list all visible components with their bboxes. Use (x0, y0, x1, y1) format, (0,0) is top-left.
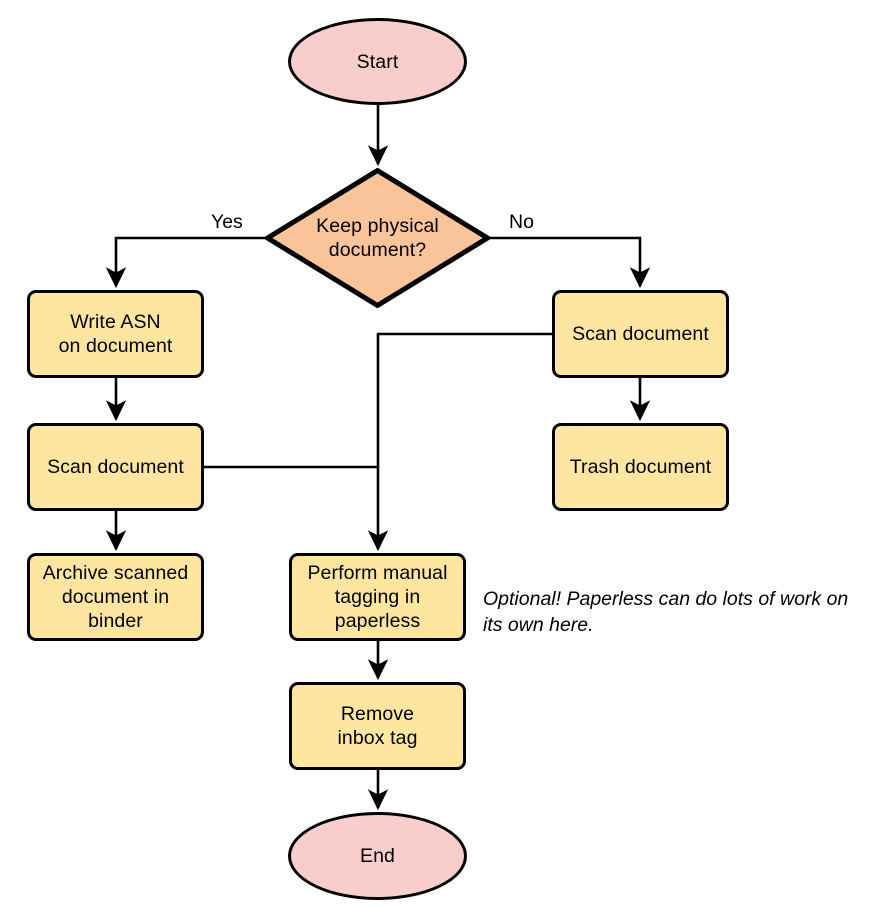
node-remove-inbox-label: Remove inbox tag (337, 702, 417, 750)
node-tagging-label: Perform manual tagging in paperless (307, 561, 447, 633)
node-start[interactable]: Start (288, 18, 467, 105)
node-scan-document-left-label: Scan document (47, 456, 184, 478)
archive-label-line-3: binder (88, 610, 143, 632)
node-write-asn-label: Write ASN on document (59, 310, 173, 358)
tagging-label-line-2: tagging in (334, 586, 421, 608)
node-keep-physical-document-decision[interactable]: Keep physical document? (265, 168, 490, 308)
node-start-label: Start (356, 50, 399, 73)
optional-note-line-1: Optional! Paperless can do lots of work … (483, 588, 849, 610)
node-end-label: End (360, 845, 395, 867)
decision-label-line-2: document? (328, 239, 427, 261)
edge-label-no: No (509, 211, 534, 233)
optional-note-line-2: its own here. (483, 614, 594, 636)
remove-inbox-label-line-2: inbox tag (337, 727, 418, 749)
tagging-label-line-3: paperless (334, 610, 421, 632)
annotation-optional-note: Optional! Paperless can do lots of work … (483, 586, 883, 638)
node-remove-inbox-tag[interactable]: Remove inbox tag (289, 682, 466, 770)
edge-scan-right-to-tagging (367, 332, 552, 552)
decision-label-line-1: Keep physical (316, 215, 439, 237)
write-asn-label-line-1: Write ASN (70, 311, 161, 333)
node-end[interactable]: End (288, 812, 467, 900)
node-archive-label: Archive scanned document in binder (43, 561, 189, 633)
diamond-shape (265, 168, 490, 308)
edge-label-yes: Yes (211, 211, 243, 233)
archive-label-line-1: Archive scanned (42, 562, 189, 584)
node-decision-label: Keep physical document? (265, 214, 490, 262)
node-trash-document[interactable]: Trash document (552, 423, 729, 511)
node-scan-document-right[interactable]: Scan document (552, 290, 729, 378)
edge-decision-no-to-scan-right (490, 236, 651, 289)
write-asn-label-line-2: on document (58, 335, 173, 357)
edge-decision-yes-to-write-asn (105, 236, 265, 289)
node-write-asn-on-document[interactable]: Write ASN on document (27, 290, 204, 378)
node-scan-document-right-label: Scan document (572, 323, 709, 345)
tagging-label-line-1: Perform manual (307, 562, 448, 584)
archive-label-line-2: document in (61, 586, 170, 608)
node-archive-scanned-document-in-binder[interactable]: Archive scanned document in binder (27, 553, 204, 641)
node-scan-document-left[interactable]: Scan document (27, 423, 204, 511)
remove-inbox-label-line-1: Remove (340, 703, 415, 725)
node-trash-document-label: Trash document (569, 456, 712, 478)
node-perform-manual-tagging-in-paperless[interactable]: Perform manual tagging in paperless (289, 553, 466, 641)
